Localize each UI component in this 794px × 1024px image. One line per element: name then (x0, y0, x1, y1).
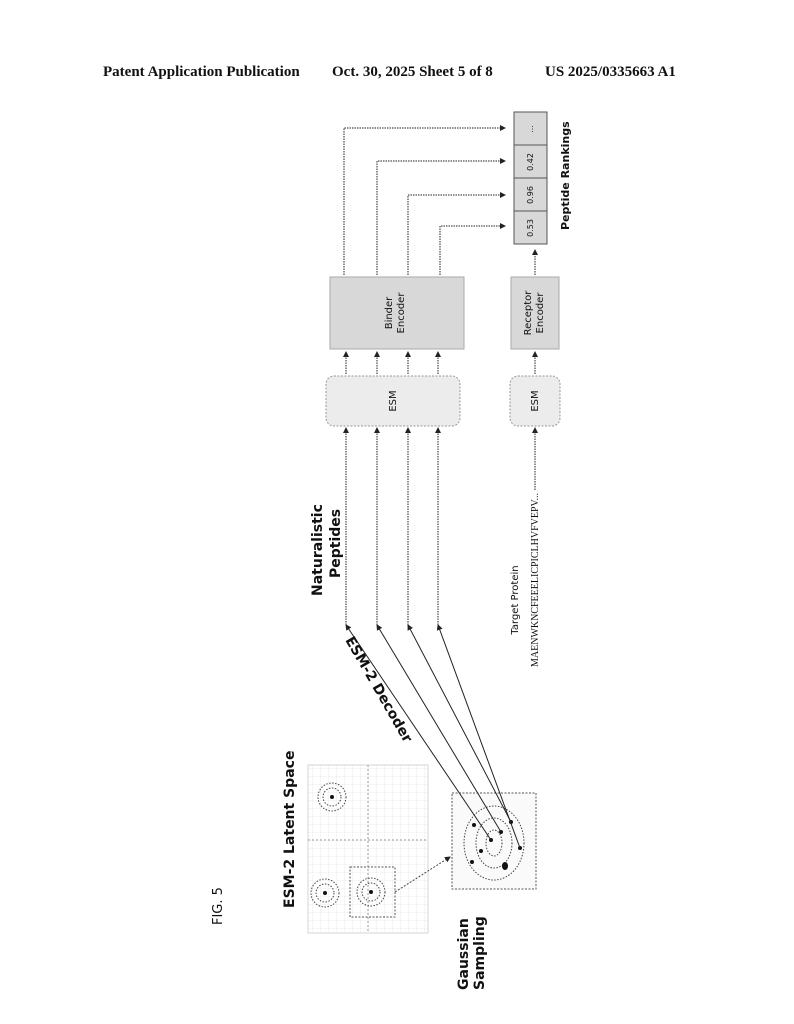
latent-cluster (317, 782, 347, 812)
ranking-value: 0.53 (526, 219, 535, 237)
date-sheet: Oct. 30, 2025 Sheet 5 of 8 (332, 64, 493, 80)
gaussian-sampling-line1: Gaussian (456, 918, 472, 990)
latent-space-title: ESM-2 Latent Space (282, 751, 298, 908)
ranking-value: 0.42 (526, 153, 535, 171)
peptides-line2: Peptides (328, 509, 344, 578)
figure-label: FIG. 5 (211, 887, 226, 925)
decoder-arrows (345, 624, 521, 849)
peptide-rankings-table: 0.53 0.96 0.42 ... (513, 111, 548, 245)
latent-space-panel (307, 764, 429, 934)
receptor-encoder-line2: Encoder (535, 292, 546, 334)
binder-encoder-line1: Binder (384, 296, 395, 329)
latent-cluster-selected (349, 866, 396, 918)
binder-encoder-block (329, 276, 465, 350)
esm-bottom-label: ESM (530, 390, 541, 411)
ranking-value: 0.96 (526, 186, 535, 204)
patent-number: US 2025/0335663 A1 (545, 64, 676, 80)
esm-top-label: ESM (388, 390, 399, 411)
receptor-encoder-block (510, 276, 560, 350)
rankings-title: Peptide Rankings (559, 121, 572, 230)
zoom-arrow (394, 856, 451, 893)
target-protein-label: Target Protein (510, 565, 521, 635)
esm-to-binder-arrows (343, 351, 441, 374)
binder-encoder-line2: Encoder (396, 292, 407, 334)
decoder-label: ESM-2 Decoder (342, 634, 416, 746)
ranking-value: ... (526, 125, 535, 133)
peptides-line1: Naturalistic (310, 504, 326, 596)
receptor-encoder-line1: Receptor (523, 290, 534, 336)
publication-title: Patent Application Publication (103, 64, 300, 80)
peptide-arrows (343, 427, 441, 625)
gaussian-sampling-line2: Sampling (472, 916, 488, 990)
esm-block-peptides (325, 375, 461, 427)
latent-cluster (310, 878, 340, 908)
gaussian-sampling-panel (451, 792, 537, 890)
target-sequence: MAENWKNCFEEELICPICLHVFVEPV... (530, 493, 541, 667)
binder-to-rankings-arrows (343, 125, 506, 275)
esm-block-receptor (509, 375, 561, 427)
